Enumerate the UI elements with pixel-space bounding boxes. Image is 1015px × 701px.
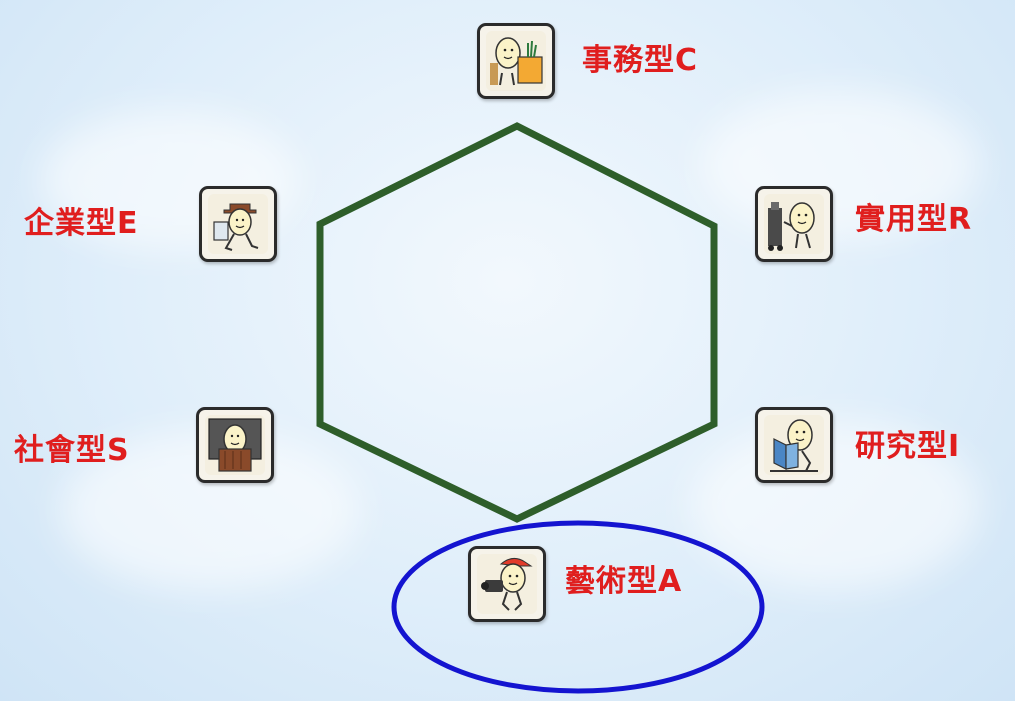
camera-operator-card — [468, 546, 546, 622]
desk-worker-card — [477, 23, 555, 99]
teacher-card — [196, 407, 274, 483]
highlight-ellipse — [391, 520, 765, 694]
businessperson-card — [199, 186, 277, 262]
background-cloud — [690, 420, 980, 590]
type-label-c: 事務型C — [582, 43, 699, 78]
type-label-i: 研究型I — [855, 429, 961, 464]
type-label-a: 藝術型A — [565, 564, 683, 599]
camera-operator-icon — [477, 554, 537, 614]
desk-worker-icon — [486, 31, 546, 91]
reader-card — [755, 407, 833, 483]
type-label-s: 社會型S — [14, 433, 130, 468]
hexagon-shape — [316, 122, 718, 523]
type-label-e: 企業型E — [24, 206, 139, 241]
background-cloud — [700, 90, 980, 240]
teacher-icon — [205, 415, 265, 475]
type-label-r: 實用型R — [855, 202, 973, 237]
reader-icon — [764, 415, 824, 475]
businessperson-icon — [208, 194, 268, 254]
mechanic-icon — [764, 194, 824, 254]
mechanic-card — [755, 186, 833, 262]
